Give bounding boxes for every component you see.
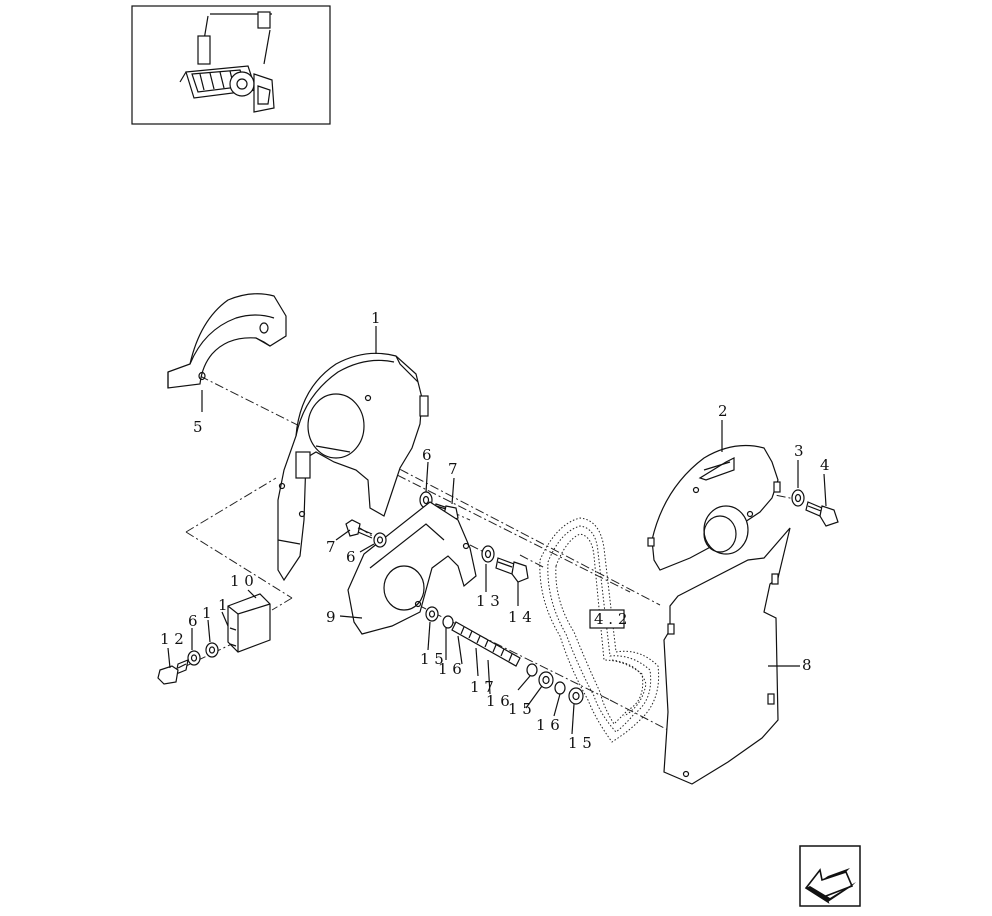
tensioner-plate	[347, 501, 477, 635]
callout-label: 7	[326, 538, 336, 556]
callout-label: 1 3	[476, 592, 500, 610]
callout-labels: 1 2 3 4 5 6 7 7 6 1 3 1 4 9 8 1 0 6 1 1 …	[160, 309, 830, 752]
callout-label: 4	[820, 456, 830, 474]
bolt-3-4	[791, 489, 839, 527]
callout-label: 1 2	[160, 630, 184, 648]
adjuster-rod	[425, 606, 584, 705]
reference-box-label: 4 . 2	[594, 610, 627, 628]
callout-label: 6	[422, 446, 432, 464]
callout-label: 9	[326, 608, 336, 626]
callout-label: 2	[718, 402, 728, 420]
back-arrow-icon[interactable]	[799, 845, 861, 907]
drive-belt	[539, 517, 660, 743]
callout-label: 7	[448, 460, 458, 478]
callout-label: 1 5	[568, 734, 592, 752]
reference-box[interactable]: 4 . 2	[589, 609, 627, 629]
rear-panel	[663, 527, 791, 785]
bolt-left-plate	[345, 519, 387, 548]
callout-label: 1	[202, 604, 212, 622]
leader-lines	[167, 326, 827, 735]
callout-label: 5	[193, 418, 203, 436]
spacer-block	[157, 593, 271, 685]
callout-label: 1 5	[508, 700, 532, 718]
callout-label: 1 4	[508, 608, 532, 626]
upper-cover	[647, 444, 781, 571]
main-belt-guard	[277, 352, 429, 582]
mounting-bracket	[167, 293, 287, 389]
callout-label: 6	[346, 548, 356, 566]
callout-label: 6	[188, 612, 198, 630]
bolt-13-14	[481, 545, 529, 583]
callout-label: 1	[218, 596, 228, 614]
callout-label: 1	[371, 309, 381, 327]
callout-label: 1 6	[438, 660, 462, 678]
callout-label: 3	[794, 442, 804, 460]
callout-label: 1 6	[486, 692, 510, 710]
callout-label: 1 7	[470, 678, 494, 696]
callout-label: 1 0	[230, 572, 254, 590]
callout-label: 1 5	[420, 650, 444, 668]
callout-label: 1 6	[536, 716, 560, 734]
machine-overview-icon[interactable]	[131, 5, 331, 125]
callout-label: 8	[802, 656, 812, 674]
